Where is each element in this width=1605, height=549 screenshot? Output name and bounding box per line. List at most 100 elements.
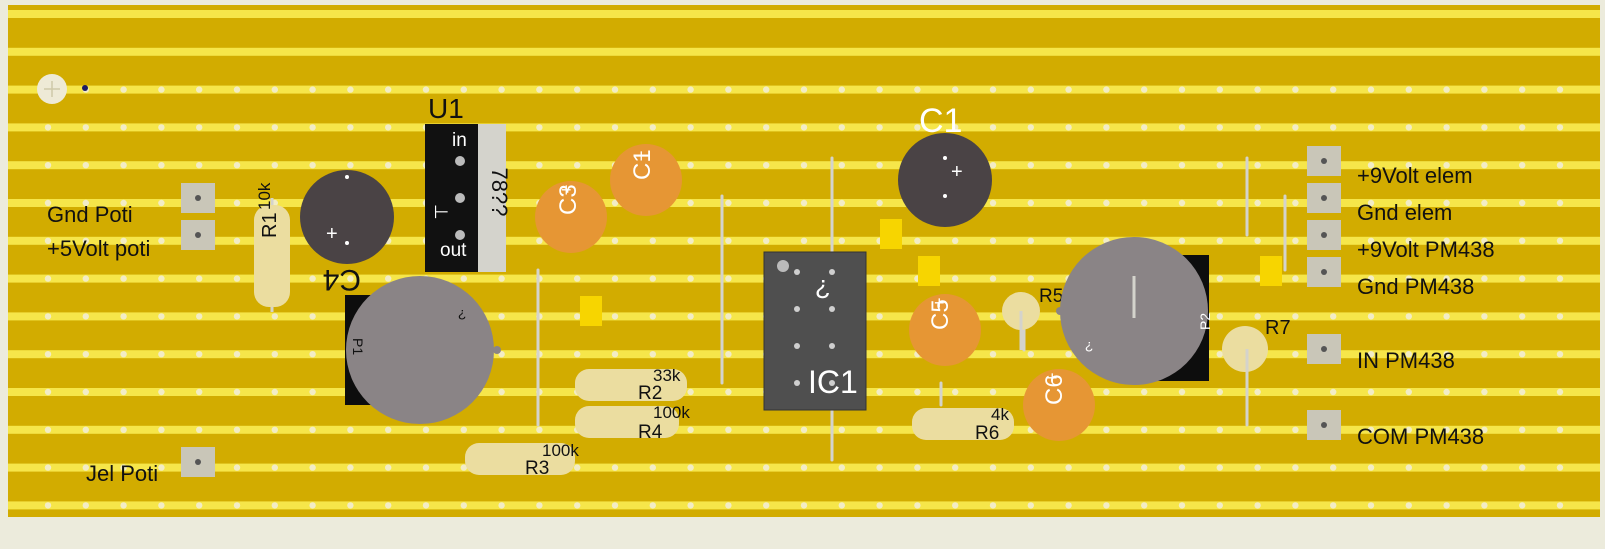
drill-hole [1027,502,1035,509]
drill-hole [82,426,90,433]
drill-hole [687,275,694,282]
drill-hole [952,464,959,471]
c1-small-plus: + [636,146,647,166]
drill-hole [1178,86,1186,93]
drill-hole [725,162,732,169]
drill-hole [233,388,241,396]
drill-hole [989,502,997,509]
drill-hole [309,426,316,433]
r2-ref: R2 [638,383,662,404]
drill-hole [1141,426,1148,433]
drill-hole [611,464,619,471]
drill-hole [1367,464,1375,471]
drill-hole [1405,275,1413,282]
drill-hole [1292,351,1299,358]
drill-hole [649,351,656,358]
drill-hole [1367,313,1375,320]
drill-hole [196,426,203,433]
drill-hole [309,86,316,93]
drill-hole [989,351,997,358]
drill-hole [989,86,997,93]
label-com-pm438: COM PM438 [1357,424,1484,449]
drill-hole [611,502,619,509]
drill-hole [611,275,619,282]
drill-hole [385,502,392,509]
drill-hole [876,502,883,509]
drill-hole [158,464,165,471]
drill-hole [158,124,165,131]
drill-hole [876,199,883,207]
drill-hole [233,124,241,131]
drill-hole [120,351,127,358]
potentiometer-p2: P2 ? [1056,237,1213,385]
drill-hole [120,388,127,396]
c1-large-plus: + [951,161,963,183]
drill-hole [309,275,316,282]
drill-hole [989,464,997,471]
drill-hole [1254,199,1261,207]
drill-hole [196,313,203,320]
capacitor-c1-large: + C1 [898,102,992,227]
drill-hole [120,86,127,93]
drill-hole [1481,275,1488,282]
drill-hole [1330,388,1337,396]
pad-holes [195,158,1327,465]
drill-hole [1481,199,1488,207]
p2-mark: ? [1085,339,1093,355]
drill-hole [196,502,203,509]
c6-ref: C6 [1041,374,1068,405]
drill-hole [1027,351,1035,358]
drill-hole [1216,502,1224,509]
drill-hole [725,426,732,433]
drill-hole [196,275,203,282]
label-gnd-elem: Gnd elem [1357,200,1452,225]
drill-hole [1556,502,1564,509]
drill-hole [44,351,52,358]
copper-strip-1 [8,10,1600,18]
p1-ref: P1 [350,338,366,355]
drill-hole [1481,237,1488,244]
drill-hole [649,464,656,471]
drill-hole [989,313,997,320]
drill-hole [1481,502,1488,509]
drill-hole [1292,464,1299,471]
drill-hole [1216,351,1224,358]
potentiometer-p1: P1 ? [345,276,501,424]
drill-hole [763,502,770,509]
drill-hole [876,464,883,471]
drill-hole [687,124,694,131]
drill-hole [271,351,278,358]
drill-hole [1178,162,1186,169]
drill-hole [233,237,241,244]
drill-hole [158,502,165,509]
drill-hole [838,124,845,131]
drill-hole [120,275,127,282]
drill-hole [385,124,392,131]
drill-hole [876,162,883,169]
drill-hole [271,502,278,509]
drill-hole [1519,86,1526,93]
drill-hole [1292,313,1299,320]
drill-hole [725,388,732,396]
drill-hole [271,464,278,471]
drill-hole [687,199,694,207]
drill-hole [876,275,883,282]
drill-hole [422,86,430,93]
resistor-r6: R6 4k [912,405,1014,444]
drill-hole [1443,199,1450,207]
drill-hole [687,237,694,244]
drill-hole [1027,237,1035,244]
drill-hole [44,426,52,433]
drill-hole [838,502,845,509]
drill-hole [271,124,278,131]
drill-hole [536,162,543,169]
drill-hole [838,237,845,244]
drill-hole [989,199,997,207]
drill-hole [800,237,808,244]
drill-hole [1141,502,1148,509]
drill-hole [838,199,845,207]
drill-hole [800,86,808,93]
drill-hole [914,86,921,93]
drill-hole [1481,162,1488,169]
